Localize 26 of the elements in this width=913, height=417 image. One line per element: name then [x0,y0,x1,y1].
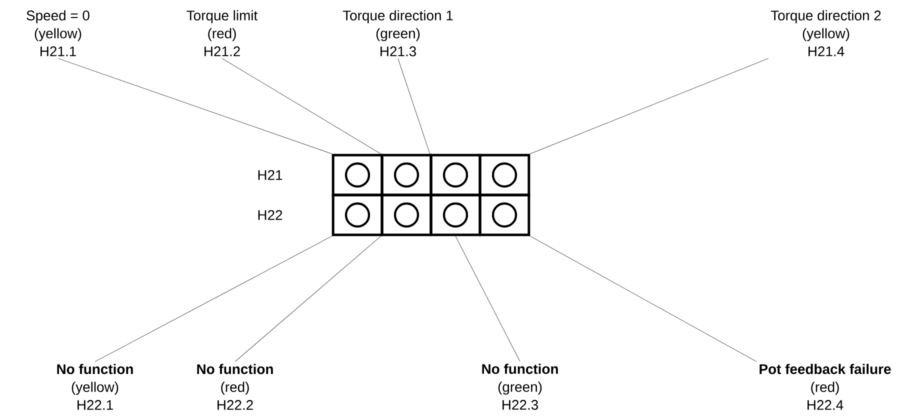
leader-line [530,58,769,154]
row-label: H21 [258,170,282,180]
indicator-label: Torque direction 2 (yellow) H21.4 [770,10,881,56]
indicator-label: Torque limit (red) H21.2 [186,10,258,56]
leader-line [398,58,430,154]
led-indicator [380,154,432,196]
led-indicator [332,194,384,236]
led-indicator [430,154,482,196]
indicator-label: Pot feedback failure (red) H22.4 [760,364,891,410]
led-indicator [380,194,432,236]
row-label: H22 [258,210,282,220]
led-indicator [430,194,482,236]
leader-line [530,236,757,362]
indicator-label: Torque direction 1 (green) H21.3 [342,10,453,56]
leader-line [94,236,332,362]
leader-line [58,58,332,154]
indicator-label: No function (green) H22.3 [482,364,558,410]
indicator-label: No function (red) H22.2 [197,364,273,410]
leader-line [455,236,520,362]
led-indicator [478,194,530,236]
leader-line [234,236,382,362]
led-indicator [478,154,530,196]
indicator-label: No function (yellow) H22.1 [57,364,133,410]
leader-line [222,58,382,154]
led-indicator [332,154,384,196]
indicator-label: Speed = 0 (yellow) H21.1 [26,10,90,56]
